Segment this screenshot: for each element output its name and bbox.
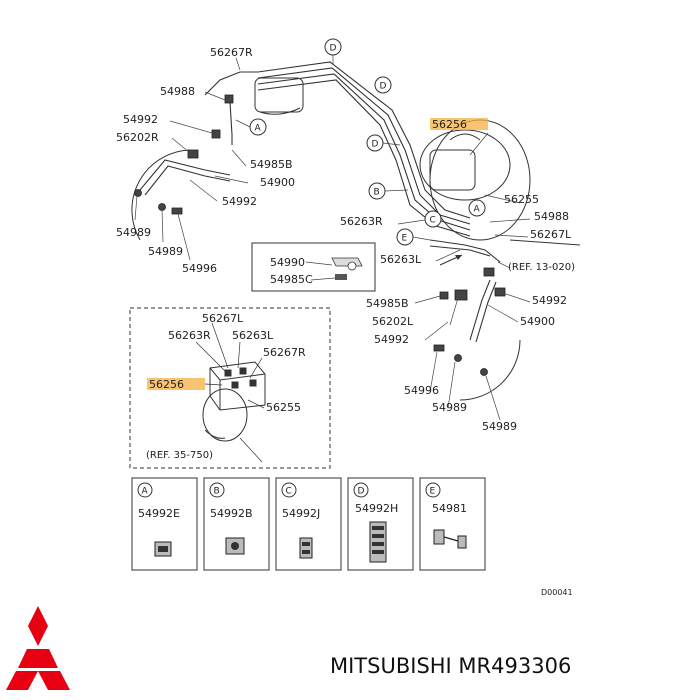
label-56202L: 56202L bbox=[372, 315, 414, 328]
brake-disc-right bbox=[459, 239, 581, 401]
callout-e: E bbox=[396, 228, 414, 246]
clip-box-d: D 54992H bbox=[347, 477, 414, 571]
fittings bbox=[134, 94, 506, 376]
clip-d-part: 54992H bbox=[355, 502, 398, 515]
svg-text:A: A bbox=[255, 124, 262, 134]
svg-text:A: A bbox=[142, 487, 149, 497]
inset-hydraulic-unit: 56267L 56263R 56263L 56267R 56256 56255 … bbox=[129, 307, 331, 469]
svg-text:D: D bbox=[380, 82, 387, 92]
callout-d-mid: D bbox=[366, 134, 384, 152]
label-54985B-left: 54985B bbox=[250, 158, 293, 171]
clip-b-icon bbox=[225, 537, 245, 555]
clip-a-icon bbox=[154, 541, 172, 557]
svg-text:E: E bbox=[402, 234, 408, 244]
label-54989-right2: 54989 bbox=[482, 420, 517, 433]
callout-b: B bbox=[368, 182, 386, 200]
label-56202R: 56202R bbox=[116, 131, 159, 144]
label-ref-13-020: (REF. 13-020) bbox=[508, 262, 575, 273]
clip-a-part: 54992E bbox=[138, 507, 180, 520]
label-56267L-right: 56267L bbox=[530, 228, 572, 241]
label-54989-left2: 54989 bbox=[148, 245, 183, 258]
clip-b-part: 54992B bbox=[210, 507, 253, 520]
highlight-56256-top bbox=[430, 118, 488, 130]
abs-unit-left bbox=[254, 77, 304, 115]
label-54900-left: 54900 bbox=[260, 176, 295, 189]
label-54988-left: 54988 bbox=[160, 85, 195, 98]
clip-c-icon bbox=[299, 537, 313, 559]
svg-text:B: B bbox=[374, 188, 380, 198]
highlight-56256-inset bbox=[147, 378, 205, 390]
box-54990: 54990 54985C bbox=[251, 242, 376, 292]
brake-pipes bbox=[139, 61, 501, 343]
label-54996-left: 54996 bbox=[182, 262, 217, 275]
clip-box-b: B 54992B bbox=[203, 477, 270, 571]
brake-disc-left bbox=[131, 149, 191, 241]
label-56263L-mid: 56263L bbox=[380, 253, 422, 266]
label-54992-right1: 54992 bbox=[532, 294, 567, 307]
clip-box-c: C 54992J bbox=[275, 477, 342, 571]
brand-part-number: MITSUBISHI MR493306 bbox=[330, 654, 571, 678]
svg-text:C: C bbox=[430, 216, 436, 226]
svg-text:D: D bbox=[330, 44, 337, 54]
label-54985B-right: 54985B bbox=[366, 297, 409, 310]
svg-text:A: A bbox=[474, 205, 481, 215]
clip-e-icon bbox=[433, 529, 467, 549]
svg-text:D: D bbox=[358, 487, 365, 497]
label-54992-left2: 54992 bbox=[222, 195, 257, 208]
callout-a-right: A bbox=[468, 199, 486, 217]
diagram-callouts: D D A D B C A E bbox=[235, 38, 486, 246]
label-54900-right: 54900 bbox=[520, 315, 555, 328]
diagram-code: D00041 bbox=[541, 588, 573, 597]
label-54992-right2: 54992 bbox=[374, 333, 409, 346]
label-56256-top: 56256 bbox=[432, 118, 467, 131]
label-56255-right: 56255 bbox=[504, 193, 539, 206]
label-54996-right: 54996 bbox=[404, 384, 439, 397]
clip-legend: A 54992E B 54992B C 54992J bbox=[131, 477, 486, 571]
label-54988-right: 54988 bbox=[534, 210, 569, 223]
clip-e-part: 54981 bbox=[432, 502, 467, 515]
clip-box-e: E 54981 bbox=[419, 477, 486, 571]
label-56263R: 56263R bbox=[340, 215, 383, 228]
label-54989-left1: 54989 bbox=[116, 226, 151, 239]
label-54985C: 54985C bbox=[270, 273, 313, 286]
inset-label-56256: 56256 bbox=[149, 378, 184, 391]
inset-label-56255: 56255 bbox=[266, 401, 301, 414]
callout-d-top: D bbox=[324, 38, 342, 56]
clip-box-a: A 54992E bbox=[131, 477, 198, 571]
svg-text:D: D bbox=[372, 140, 379, 150]
label-54992-left1: 54992 bbox=[123, 113, 158, 126]
mitsubishi-three-diamonds-icon bbox=[6, 606, 70, 690]
svg-text:B: B bbox=[214, 487, 220, 497]
inset-label-56263R: 56263R bbox=[168, 329, 211, 342]
label-54990: 54990 bbox=[270, 256, 305, 269]
label-56267R-top: 56267R bbox=[210, 46, 253, 59]
inset-label-56267R: 56267R bbox=[263, 346, 306, 359]
callout-a-left: A bbox=[249, 118, 267, 136]
svg-text:C: C bbox=[286, 487, 292, 497]
inset-label-56263L: 56263L bbox=[232, 329, 274, 342]
label-54989-right1: 54989 bbox=[432, 401, 467, 414]
inset-label-56267L: 56267L bbox=[202, 312, 244, 325]
callout-c: C bbox=[424, 210, 442, 228]
clip-d-icon bbox=[369, 521, 387, 563]
callout-d-right: D bbox=[374, 76, 392, 94]
svg-text:E: E bbox=[430, 487, 436, 497]
clip-c-part: 54992J bbox=[282, 507, 320, 520]
part-labels: 56267R 54988 54992 56202R 54985B 54900 5… bbox=[116, 46, 575, 433]
inset-label-ref-35-750: (REF. 35-750) bbox=[146, 450, 213, 461]
hydraulic-unit-drawing bbox=[195, 322, 266, 463]
leader-lines bbox=[134, 57, 531, 421]
